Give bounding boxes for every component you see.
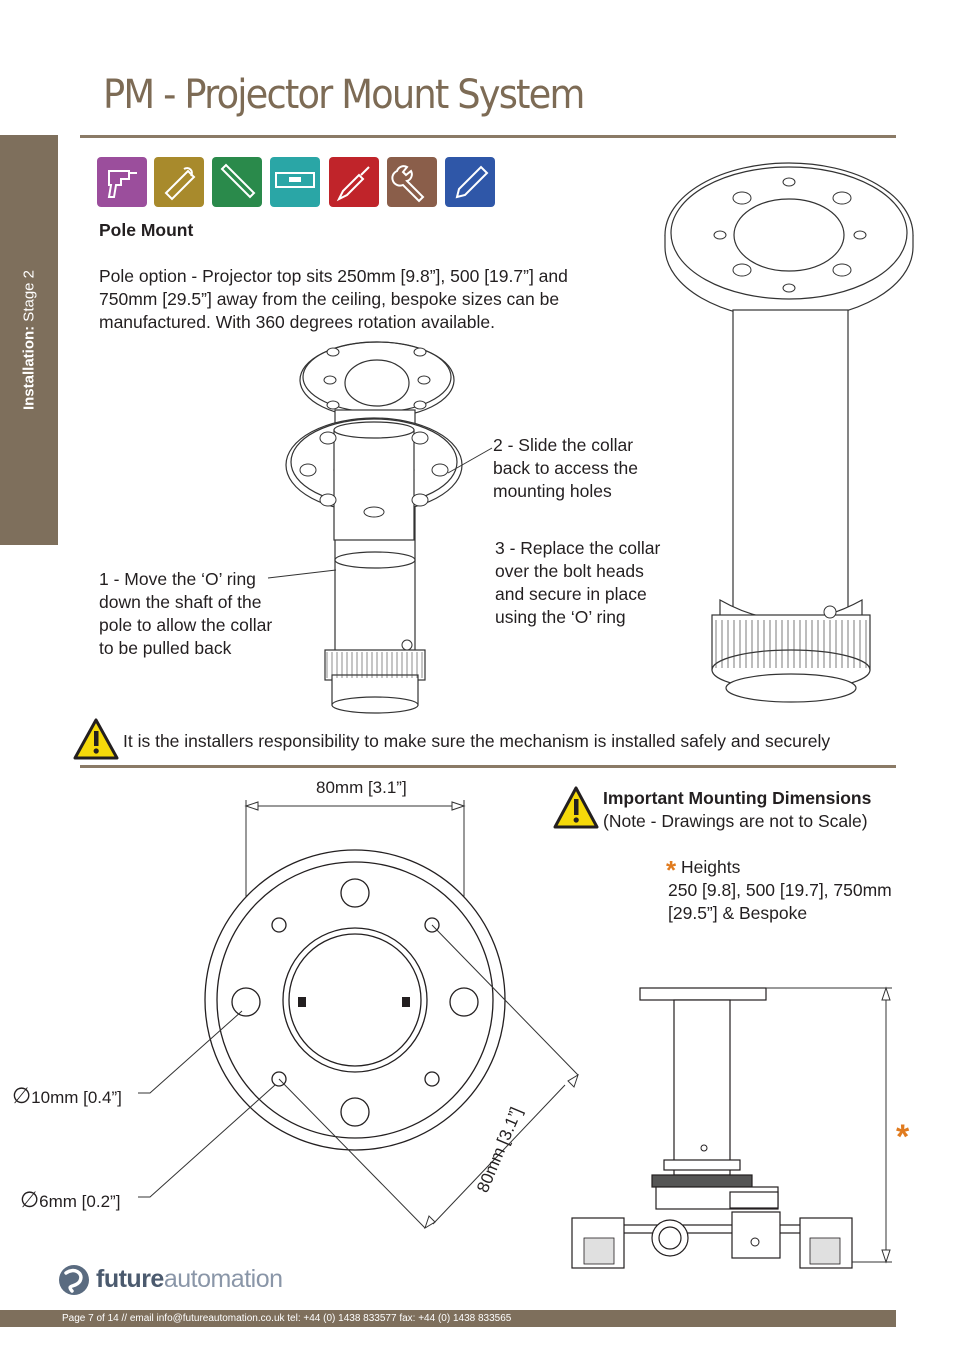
drill-icon	[97, 157, 147, 207]
allen-key-icon	[212, 157, 262, 207]
section-heading: Pole Mount	[99, 220, 194, 240]
heights-label: * Heights	[666, 855, 741, 885]
page-title: PM - Projector Mount System	[103, 72, 585, 118]
top-width-dimension: 80mm [3.1”]	[316, 778, 407, 797]
title-rule	[80, 135, 896, 138]
pencil-icon	[445, 157, 495, 207]
heights-line-2: [29.5”] & Bespoke	[668, 903, 808, 923]
heights-line-1: 250 [9.8], 500 [19.7], 750mm	[668, 880, 892, 900]
company-logo-text: futureautomation	[96, 1265, 283, 1293]
important-warning-icon	[553, 786, 599, 829]
assembled-pole-drawing	[664, 162, 914, 703]
intro-line-3: manufactured. With 360 degrees rotation …	[99, 312, 495, 332]
spanner-icon	[387, 157, 437, 207]
intro-line-1: Pole option - Projector top sits 250mm […	[99, 266, 568, 286]
important-note: (Note - Drawings are not to Scale)	[603, 811, 868, 831]
tape-measure-icon	[154, 157, 204, 207]
exploded-pole-drawing	[285, 341, 463, 714]
large-hole-dimension: ∅10mm [0.4”]	[12, 1083, 122, 1108]
screwdriver-icon	[329, 157, 379, 207]
asterisk-icon: *	[666, 855, 677, 885]
future-automation-logo-icon	[59, 1265, 89, 1295]
warning-text: It is the installers responsibility to m…	[123, 731, 831, 751]
small-hole-dimension: ∅6mm [0.2”]	[20, 1187, 121, 1212]
diameter-icon: ∅	[20, 1187, 40, 1212]
important-title: Important Mounting Dimensions	[603, 788, 872, 808]
diameter-icon: ∅	[12, 1083, 32, 1108]
intro-line-2: 750mm [29.5”] away from the ceiling, bes…	[99, 289, 560, 309]
section-rule	[80, 765, 896, 768]
stage-sidebar: Installation: Stage 2	[0, 135, 58, 545]
side-view-drawing	[571, 986, 892, 1269]
warning-icon	[73, 718, 119, 760]
page-footer: Page 7 of 14 // email info@futureautomat…	[0, 1310, 896, 1327]
height-asterisk: *	[896, 1118, 910, 1156]
spirit-level-icon	[270, 157, 320, 207]
